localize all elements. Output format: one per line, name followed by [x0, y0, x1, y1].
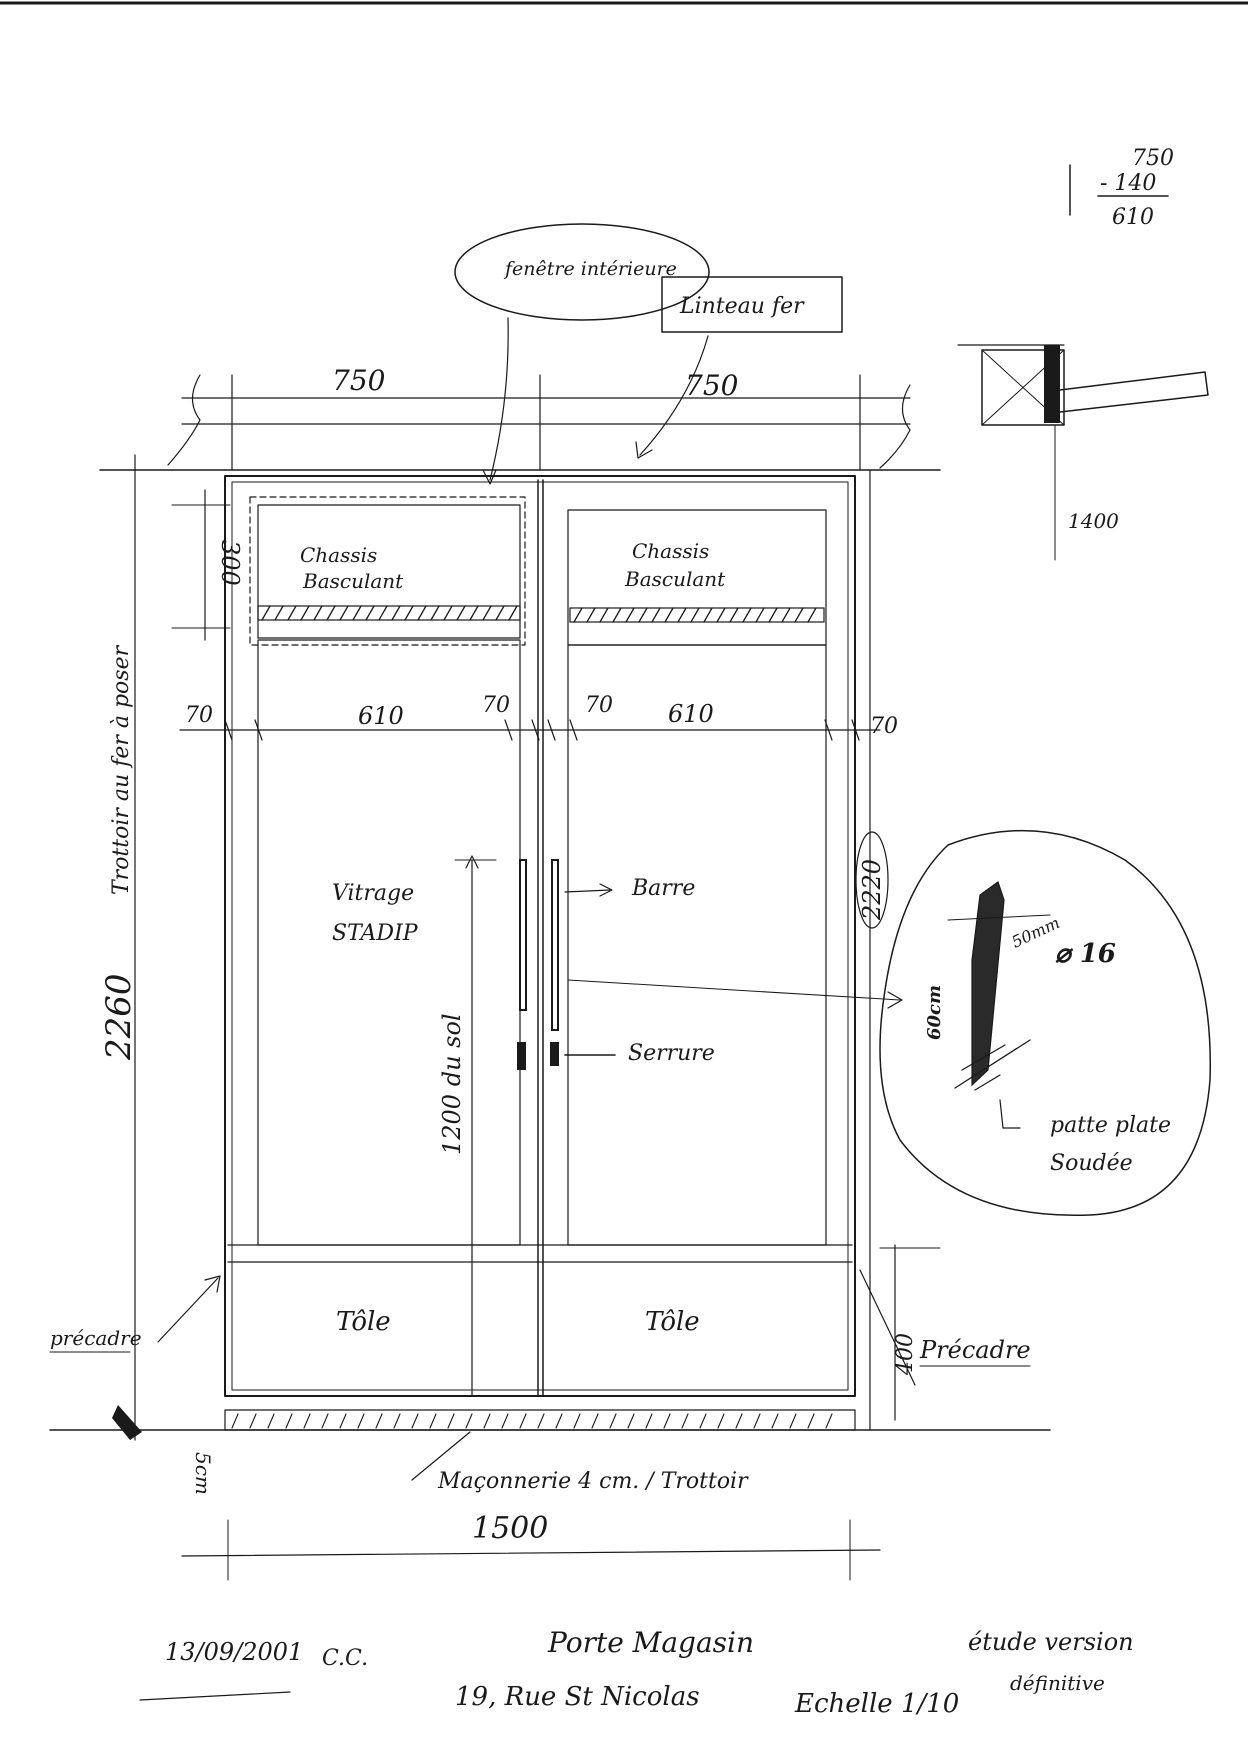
dim-2220: 2220 [858, 859, 886, 921]
left-transom [257, 504, 521, 639]
door-frame-inner [231, 481, 849, 1391]
detail-bar-section [971, 881, 1005, 1087]
detail-patte-2: Soudée [1050, 1151, 1133, 1176]
calc-result: 610 [1112, 205, 1154, 230]
detail-leader-arrow [887, 991, 903, 1009]
linteau-label: Linteau fer [679, 294, 805, 319]
barre-leader [564, 889, 611, 893]
detail-plate-lines [954, 1039, 1031, 1091]
chassis-left-1: Chassis [300, 543, 377, 567]
dim-top-right: 750 [685, 369, 738, 402]
footer-version-1: étude version [968, 1628, 1134, 1656]
detail-patte-leader [999, 1099, 1021, 1129]
door-frame [224, 475, 856, 1397]
sill [224, 1409, 856, 1431]
right-hatch-box [569, 607, 825, 623]
maconnerie: Maçonnerie 4 cm. / Trottoir [437, 1469, 749, 1494]
serrure-label: Serrure [628, 1041, 715, 1066]
dim-5cm: 5cm [191, 1452, 215, 1495]
left-handle-bar [519, 859, 527, 1011]
maconnerie-leader [411, 1431, 471, 1481]
fenetre-leader [489, 317, 509, 481]
dim-1500: 1500 [472, 1511, 548, 1546]
footer-address: 19, Rue St Nicolas [455, 1682, 700, 1712]
dim-1200-arrow [465, 855, 479, 869]
footer-title: Porte Magasin [547, 1626, 754, 1659]
right-lock [550, 1042, 559, 1066]
tole-left: Tôle [336, 1307, 391, 1337]
detail-diam: ⌀ 16 [1055, 939, 1116, 969]
right-hatch [573, 607, 817, 623]
linteau-box [661, 276, 843, 333]
chassis-left-2: Basculant [302, 569, 404, 593]
dim-top-left: 750 [332, 364, 385, 397]
chassis-right-1: Chassis [632, 539, 709, 563]
footer-scale: Echelle 1/10 [794, 1689, 959, 1719]
dim-610-a: 610 [358, 702, 404, 730]
detail-mm-line [947, 914, 1051, 921]
detail-leader [567, 979, 901, 1001]
trottoir-note: Trottoir au fer à poser [109, 644, 134, 895]
footer-initials: C.C. [322, 1646, 368, 1671]
sill-hatch [231, 1413, 833, 1429]
dim-400: 400 [893, 1333, 918, 1376]
dim-2220-ring [855, 831, 889, 929]
vitrage-1: Vitrage [332, 881, 414, 906]
section-1400: 1400 [1068, 509, 1119, 533]
footer-version-2: définitive [1010, 1671, 1105, 1695]
footer-date-underline [139, 1691, 291, 1701]
left-hatch [261, 605, 518, 621]
detail-bubble [879, 829, 1212, 1217]
left-lock [517, 1042, 526, 1070]
dim-1500-line [181, 1549, 881, 1557]
dim-1200: 1200 du sol [438, 1013, 466, 1155]
tole-right: Tôle [645, 1307, 700, 1337]
break-left [167, 374, 201, 466]
dim-610-b: 610 [668, 700, 714, 728]
lintel-steel [1044, 345, 1060, 423]
barre-arrow [599, 883, 613, 897]
fenetre-bubble [454, 223, 710, 321]
precadre-left-leader [157, 1277, 219, 1343]
detail-patte-1: patte plate [1050, 1113, 1171, 1138]
fenetre-label: fenêtre intérieure [503, 258, 677, 280]
dim-300: 300 [216, 540, 244, 586]
precadre-left: précadre [50, 1326, 142, 1350]
calc-a: 750 [1132, 146, 1174, 171]
precadre-left-arrow [204, 1275, 221, 1293]
dim-70-c: 70 [585, 693, 613, 718]
left-hatch-box [257, 605, 521, 621]
corner-mark [112, 1405, 142, 1440]
dim-70-b: 70 [482, 693, 510, 718]
dim-70-a: 70 [185, 703, 213, 728]
calc-b: - 140 [1100, 171, 1156, 196]
break-right [879, 384, 911, 469]
detail-60cm: 60cm [924, 985, 945, 1040]
right-handle-bar [551, 859, 559, 1031]
lintel-section [981, 349, 1065, 426]
dim-70-d: 70 [870, 714, 898, 739]
right-glass-panel [567, 644, 827, 1246]
vitrage-2: STADIP [332, 921, 419, 946]
lintel-slab [1059, 371, 1209, 413]
fenetre-arrow [482, 469, 497, 485]
footer-date: 13/09/2001 [165, 1638, 303, 1666]
precadre-right-leader [859, 1269, 916, 1386]
dim-2260: 2260 [99, 973, 139, 1061]
linteau-arrow [635, 441, 653, 459]
chassis-right-2: Basculant [624, 567, 726, 591]
barre-label: Barre [631, 876, 695, 901]
precadre-right: Précadre [919, 1336, 1031, 1364]
left-transom-dashed [249, 496, 526, 646]
